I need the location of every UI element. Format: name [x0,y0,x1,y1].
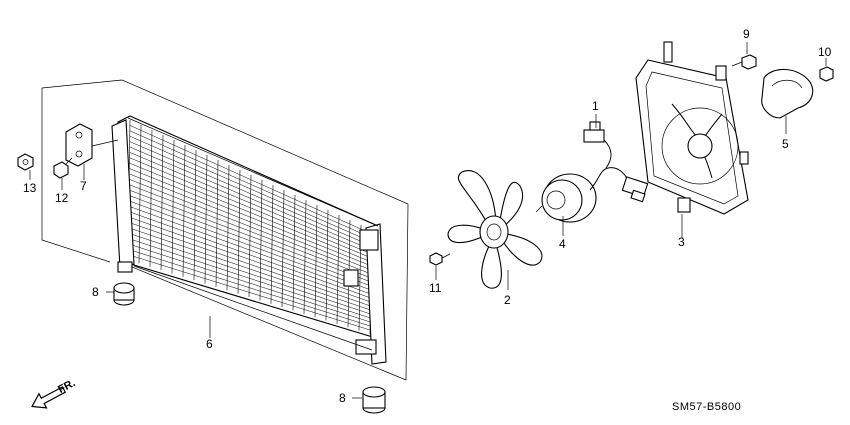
condenser-fins [127,119,373,335]
callout-1: 1 [592,99,599,113]
cushion-lower [362,386,386,414]
callout-13: 13 [23,181,37,195]
condenser-assembly-boundary [41,79,409,381]
front-arrow-icon [31,386,67,409]
diagram-code: SM57-B5800 [672,401,741,413]
callouts: 1 2 3 4 5 6 7 8 8 9 10 11 12 13 [23,27,832,405]
motor-connector [583,121,612,169]
callout-10: 10 [818,45,832,59]
callout-6: 6 [206,337,213,351]
callout-5: 5 [782,137,789,151]
front-direction-indicator: FR. [31,377,77,409]
screw-11 [429,252,451,266]
callout-8-lower: 8 [339,391,346,405]
cushion-upper [113,282,135,306]
callout-3: 3 [678,235,685,249]
bolt-9 [731,54,757,70]
motor-cover [761,68,814,119]
callout-12: 12 [55,191,69,205]
bolt-12 [53,157,73,179]
leader-lines [29,42,827,399]
front-label: FR. [56,377,77,396]
callout-4: 4 [559,237,566,251]
condenser [111,115,387,365]
callout-8-upper: 8 [92,285,99,299]
fan-blade [447,170,543,289]
harness-plug [621,176,649,203]
nut-13 [17,153,34,171]
fan-motor [535,167,629,223]
bolt-10 [819,66,834,82]
condenser-bracket [65,123,119,167]
callout-11: 11 [429,281,442,295]
callout-7: 7 [80,179,87,193]
fan-shroud [635,41,749,215]
callout-2: 2 [504,293,511,307]
callout-9: 9 [743,27,750,41]
